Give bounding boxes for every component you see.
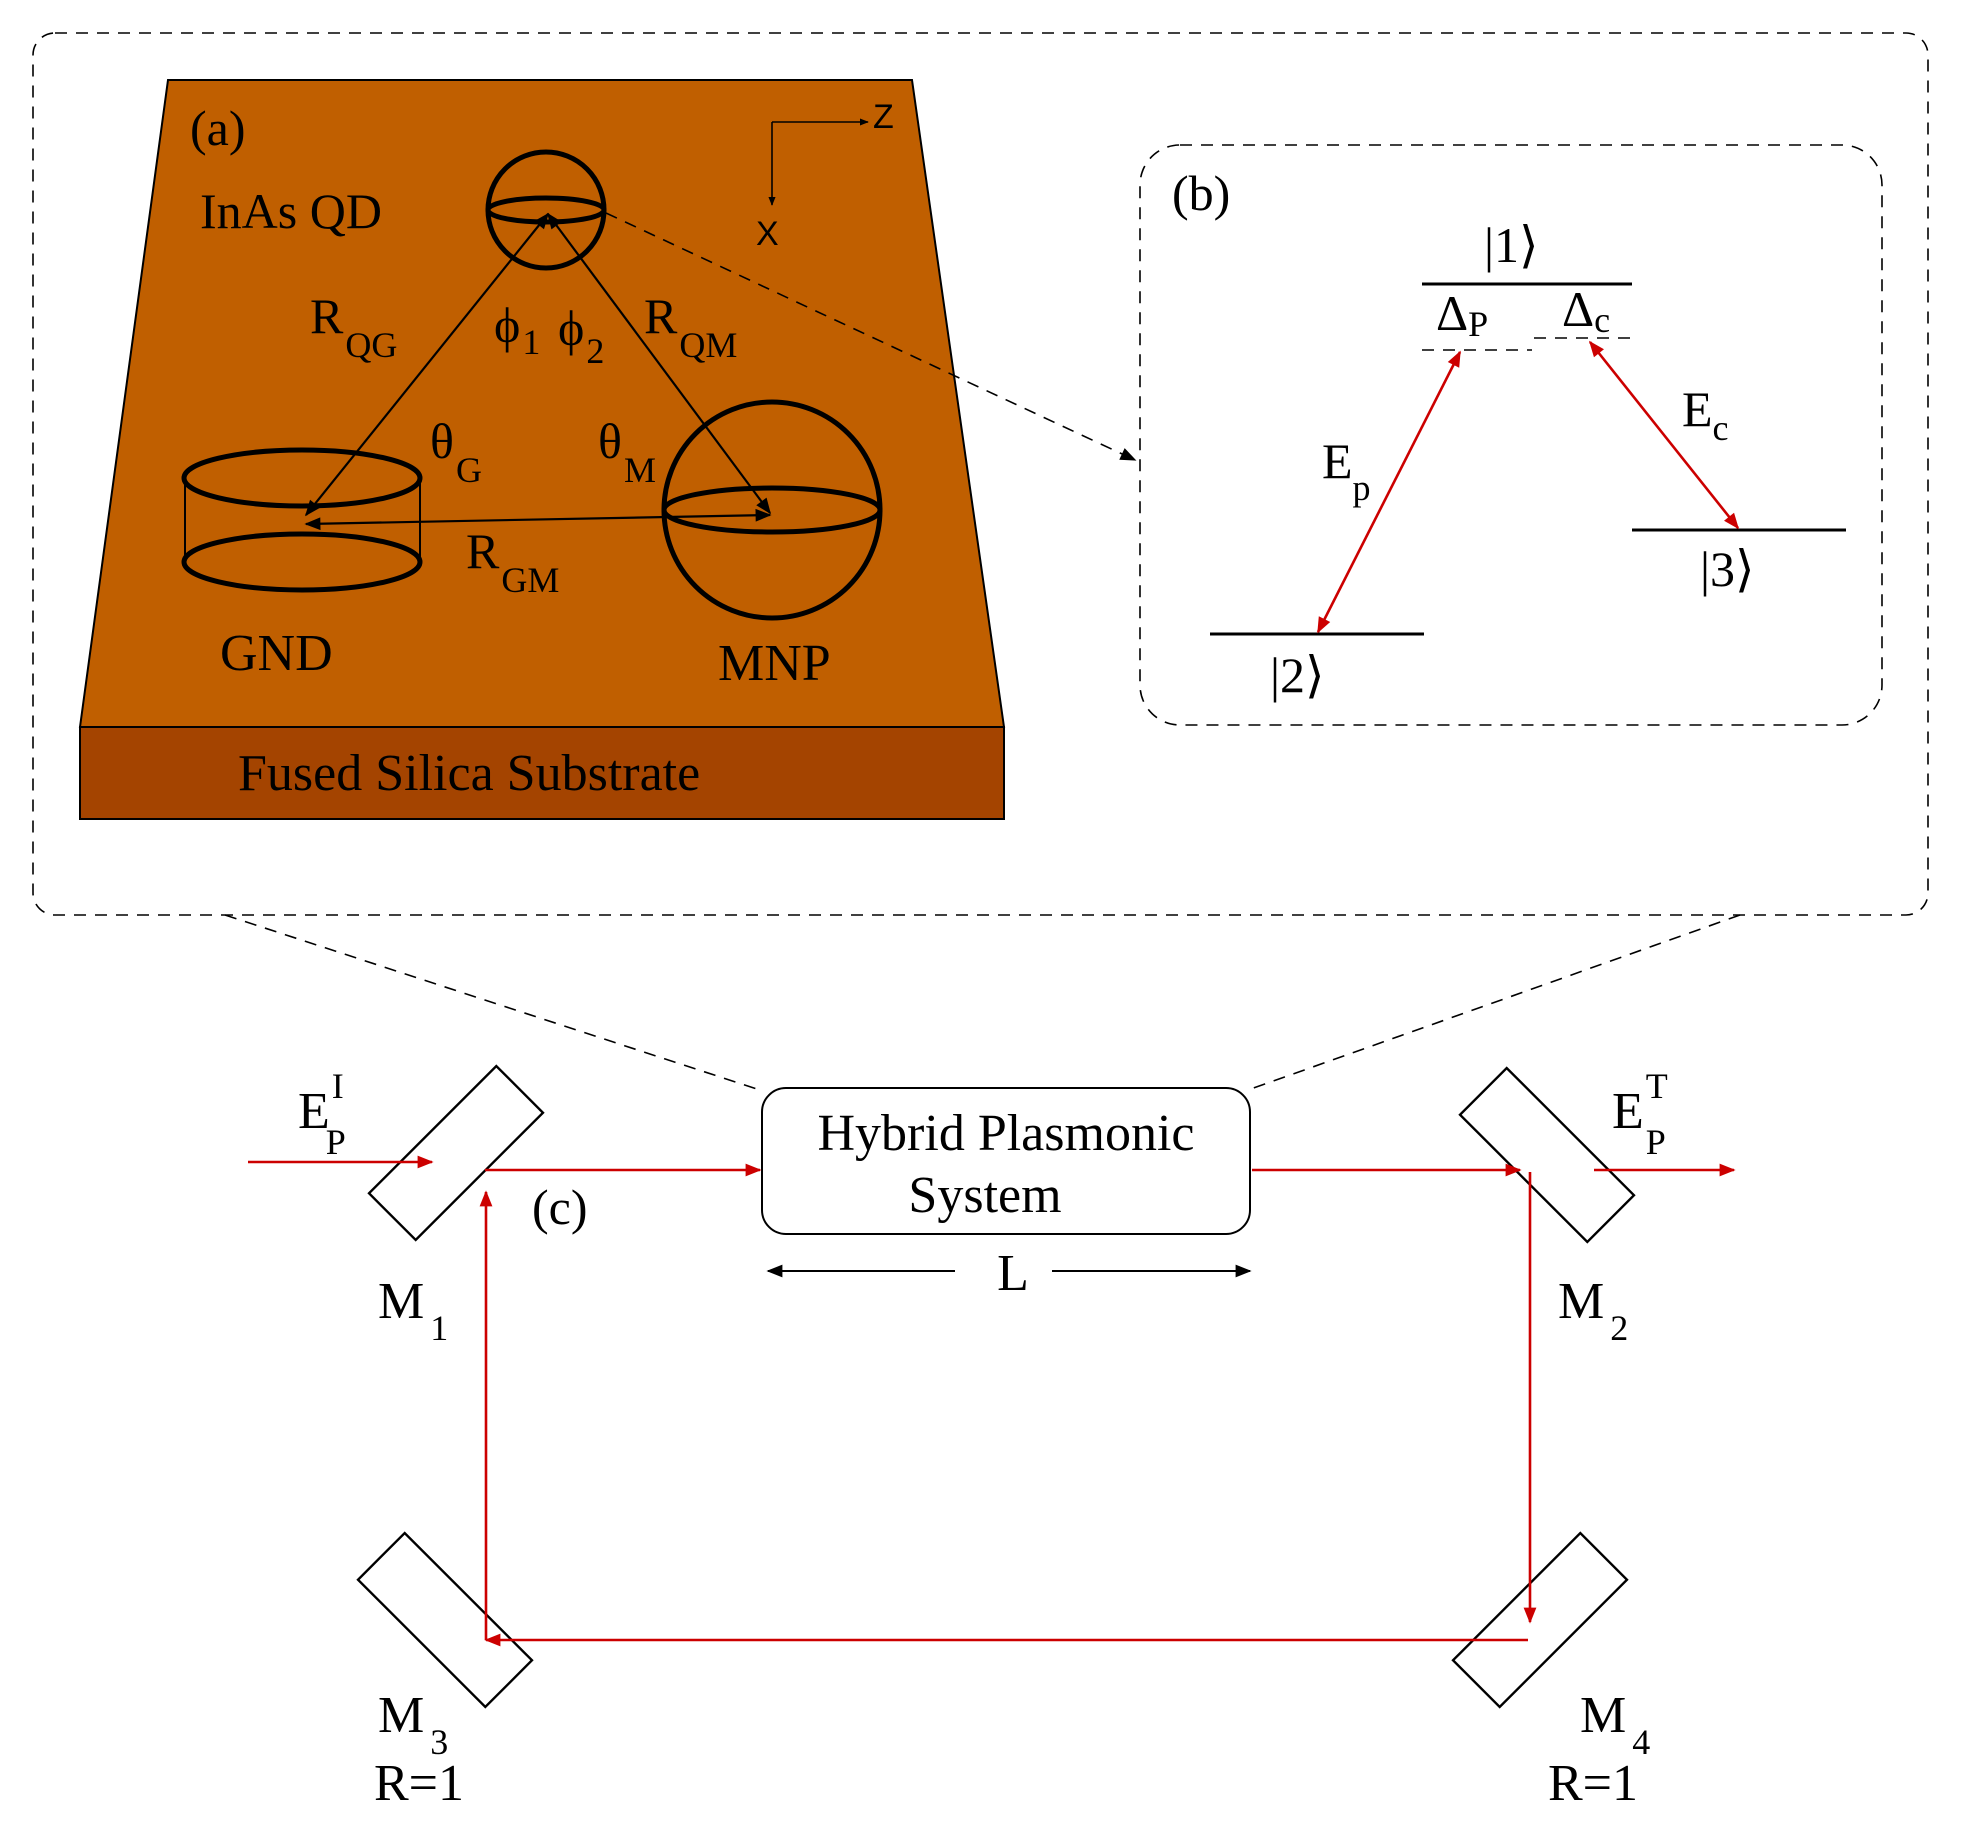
theta-m-label: θM (598, 413, 656, 490)
panel-b-label: (b) (1172, 165, 1230, 221)
axis-z-label: Z (873, 98, 894, 136)
panel-c-label: (c) (532, 1179, 588, 1235)
r-qm-arrow (547, 212, 771, 515)
axis-x-label: X (756, 215, 779, 253)
delta-c-label: Δc (1562, 281, 1610, 340)
r-qg-label: RQG (310, 288, 397, 365)
panel-a: (a) InAs QD GND MNP Fused Silica Substra… (78, 79, 1006, 820)
system-label-line2: System (908, 1167, 1061, 1224)
mirror-m3-reflectivity: R=1 (374, 1755, 464, 1812)
zoom-line-right (1247, 914, 1741, 1091)
level-1-label: |1⟩ (1484, 217, 1539, 273)
theta-g-label: θG (430, 413, 482, 490)
qd-label: InAs QD (200, 183, 382, 239)
zoom-line-left (224, 914, 761, 1091)
r-gm-label: RGM (466, 523, 559, 600)
outer-dashed-frame (32, 32, 1929, 916)
coupling-transition-arrow (1588, 340, 1740, 530)
zoom-pointer-qd-to-levels (605, 212, 1137, 461)
panel-b: (b) |1⟩ |2⟩ |3⟩ ΔP Δc Ep Ec (1139, 144, 1883, 726)
hybrid-system-box (761, 1087, 1251, 1235)
phi2-label: ϕ2 (558, 300, 604, 371)
substrate-front-face (79, 726, 1005, 820)
level-2-label: |2⟩ (1270, 647, 1325, 703)
level-3-label: |3⟩ (1700, 541, 1755, 597)
panel-a-label: (a) (190, 100, 246, 156)
probe-transition-arrow (1316, 350, 1462, 634)
substrate-top-face (78, 79, 1006, 728)
e-p-label: Ep (1322, 433, 1371, 508)
r-qg-arrow (304, 212, 550, 517)
r-gm-arrow (304, 508, 772, 531)
mnp-label: MNP (718, 635, 831, 692)
e-c-label: Ec (1682, 381, 1729, 448)
system-label-line1: Hybrid Plasmonic (818, 1105, 1195, 1162)
mirror-m2 (1458, 1066, 1636, 1244)
mirror-m4 (1451, 1531, 1629, 1709)
mirror-m3 (356, 1531, 534, 1709)
gnd-label: GND (220, 625, 333, 682)
delta-p-label: ΔP (1436, 285, 1488, 344)
mirror-m4-reflectivity: R=1 (1548, 1755, 1638, 1812)
panel-b-frame (1139, 144, 1883, 726)
length-label: L (997, 1245, 1029, 1302)
substrate-label: Fused Silica Substrate (238, 745, 700, 802)
mirror-m1 (367, 1064, 545, 1242)
phi1-label: ϕ1 (494, 297, 540, 362)
r-qm-label: RQM (644, 288, 737, 365)
